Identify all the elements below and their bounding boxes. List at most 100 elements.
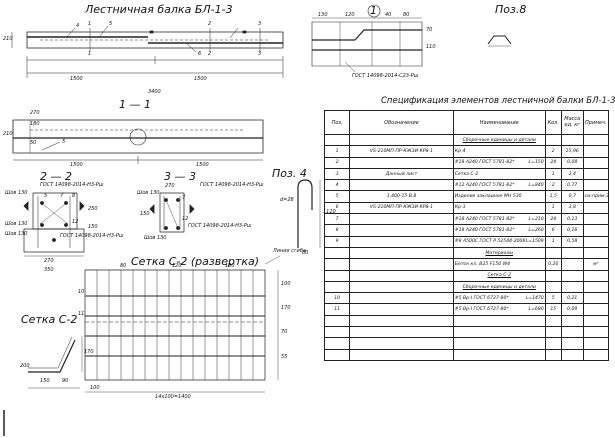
spec-cell-pos: 3 (323, 167, 351, 181)
spec-cell-kol: 15 (544, 303, 562, 316)
beam-dim-total: 3400 (148, 89, 161, 95)
sec22-n12: 12 (72, 219, 79, 225)
spec-cell-naim-text: Кр-4 (454, 148, 466, 154)
sec11-dim-height: 210 (3, 131, 13, 137)
spec-header-oboz: Обозначение (349, 110, 454, 135)
spec-cell-length: L=150 (528, 160, 544, 166)
spec-cell-kol (544, 337, 562, 350)
sec22-n8: 8 (72, 193, 76, 199)
spec-cell-naim-text: Кр-3 (454, 205, 466, 211)
spec-cell-mass: 0,77 (560, 179, 584, 192)
sec33-gost-bottom: ГОСТ 14098-2014-Н3-Рш (188, 223, 252, 229)
beam-label-1a: 1 (88, 21, 92, 27)
sec11-ref-5: 5 (62, 139, 66, 145)
spec-cell-prim (582, 145, 610, 158)
spec-cell-prim (582, 167, 610, 181)
spec-section-label: Сборочные единицы и детали (452, 133, 546, 147)
spec-cell-mass: 0,09 (560, 303, 584, 316)
spec-cell-oboz (349, 314, 454, 328)
table-row (323, 314, 610, 328)
sec33-n7: 7 (182, 195, 186, 201)
spec-cell-length: L=260 (528, 228, 544, 234)
spec-cell-oboz (349, 326, 454, 339)
sec22-shov-2: Шов 130 (5, 221, 28, 227)
sec11-dim-d1: 180 (30, 121, 40, 127)
spec-cell-kol: 2 (544, 145, 562, 158)
spec-cell-mass (560, 258, 584, 271)
mesh-unfolded-title: Сетка С-2 (развертка) (131, 255, 260, 268)
spec-cell-prim: см.прим.3 (582, 190, 610, 203)
sec33-shov-2: Шов 130 (144, 235, 167, 241)
spec-cell-naim-text: #8 А500С ГОСТ Р 52544-2006 (454, 239, 526, 245)
spec-cell-naim: Кр-3 (452, 201, 546, 215)
spec-cell-pos: 5 (323, 190, 351, 203)
spec-cell-kol: 1 (544, 201, 562, 215)
spec-cell-mass: 3,8 (560, 201, 584, 215)
spec-header-kol: Кол. (544, 110, 562, 135)
spec-cell-naim-text: Сетка С-2 (454, 171, 479, 177)
spec-cell-prim (582, 348, 610, 361)
beam-label-1b: 1 (88, 51, 92, 57)
spec-cell-oboz: VS-210МП-ПР-КЖ3И-КР8-1 (349, 201, 454, 215)
spec-cell-mass (560, 348, 584, 361)
spec-cell-naim: Бетон кл. В25 F150 W4 (452, 258, 546, 271)
pos8-title: Поз.8 (495, 3, 527, 16)
spec-cell-naim: Кр-4 (452, 145, 546, 158)
beam-dim-height: 210 (3, 36, 13, 42)
spec-cell-naim-text: #5 Вр-I ГОСТ 6727-80* (454, 307, 509, 313)
spec-cell-kol (544, 348, 562, 361)
sec22-w2: 350 (44, 267, 54, 273)
spec-cell-naim-text: Бетон кл. В25 F150 W4 (454, 261, 511, 267)
spec-cell-pos (323, 348, 351, 361)
spec-cell-naim: Изделие закладное МН 530 (452, 190, 546, 203)
spec-cell-length: L=680 (528, 307, 544, 313)
spec-cell-pos (323, 258, 351, 271)
mesh-right-3: 70 (281, 329, 288, 335)
spec-cell-naim: #18 А240 ГОСТ 5781-82*L=210 (452, 213, 546, 226)
spec-cell-mass (560, 314, 584, 328)
mesh-top-2: 120 (172, 263, 182, 269)
mesh-top-1: 80 (120, 263, 127, 269)
spec-cell-prim (582, 179, 610, 192)
sec22-w1: 270 (44, 258, 54, 264)
spec-cell-mass: 0,13 (560, 213, 584, 226)
spec-cell-pos (323, 326, 351, 339)
callout-1-label: 1 (370, 4, 377, 17)
beam-label-3a: 3 (258, 21, 262, 27)
table-row (323, 326, 610, 339)
spec-cell-naim-text: #18 А240 ГОСТ 5781-82* (454, 160, 515, 166)
mesh-c2-title: Сетка С-2 (21, 313, 78, 326)
section-1-1-title: 1 — 1 (119, 98, 151, 111)
table-row (323, 337, 610, 350)
spec-cell-mass (560, 337, 584, 350)
spec-cell-oboz (349, 292, 454, 305)
sec22-gost-top: ГОСТ 14098-2014-Н3-Рш (40, 182, 104, 188)
sec22-n5: 5 (44, 193, 48, 199)
sec22-shov-3: Шов 130 (5, 231, 28, 237)
spec-header-pos: Поз. (323, 110, 351, 135)
spec-cell-pos (323, 314, 351, 328)
sec22-n7: 7 (60, 193, 64, 199)
spec-cell-oboz (349, 337, 454, 350)
mesh-n10: 10 (78, 289, 85, 295)
spec-cell-naim (452, 337, 546, 350)
spec-cell-prim (582, 224, 610, 237)
spec-cell-pos: 8 (323, 224, 351, 237)
spec-cell-pos: 9 (323, 235, 351, 248)
beam-label-5: 5 (109, 21, 113, 27)
spec-cell-mass: 0,08 (560, 156, 584, 169)
spec-title: Спецификация элементов лестничной балки … (381, 96, 615, 106)
spec-cell-naim-text: #5 Вр-I ГОСТ 6727-80* (454, 295, 509, 301)
table-row: Сборочные единицы и детали (323, 280, 610, 294)
spec-cell-prim (582, 213, 610, 226)
spec-cell-naim: #5 Вр-I ГОСТ 6727-80* L=680 (452, 303, 546, 316)
spec-section-label: Материалы (452, 246, 546, 260)
